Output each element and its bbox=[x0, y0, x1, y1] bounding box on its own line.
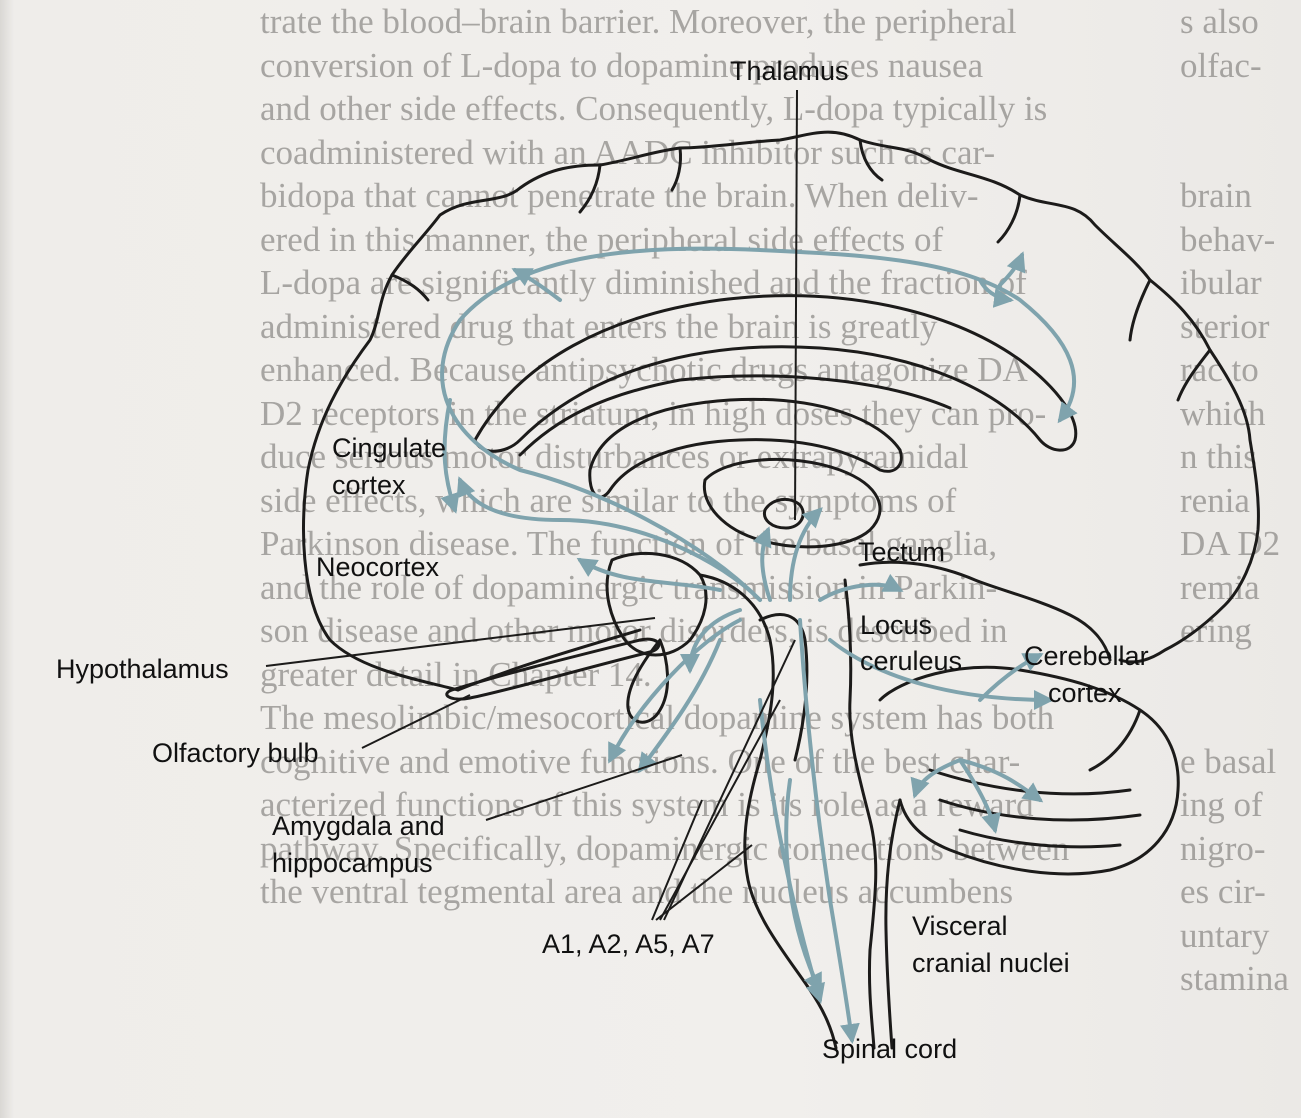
pathway-hypothalamic bbox=[690, 610, 740, 670]
third-ventricle bbox=[764, 499, 803, 528]
label-cerebellar-line1: Cerebellar bbox=[1024, 641, 1149, 671]
pathway-tectum bbox=[820, 585, 900, 600]
leader-a-groups-3 bbox=[660, 700, 780, 920]
label-cingulate-line2: cortex bbox=[332, 470, 406, 500]
sulcus bbox=[998, 195, 1020, 242]
label-locus-line1: Locus bbox=[860, 610, 932, 640]
corpus-callosum-outer bbox=[475, 296, 1076, 452]
corpus-callosum-inner bbox=[520, 376, 950, 455]
sulcus bbox=[392, 275, 428, 300]
label-tectum: Tectum bbox=[858, 537, 945, 567]
label-olfactory-bulb: Olfactory bulb bbox=[152, 738, 319, 768]
spinal-cord-outline bbox=[886, 800, 900, 1048]
cerebellum-lamina bbox=[960, 830, 1120, 847]
thalamus-outline bbox=[704, 459, 880, 546]
pathway-branch bbox=[515, 270, 560, 300]
label-visceral-line1: Visceral bbox=[912, 911, 1008, 941]
leader-amygdala bbox=[486, 755, 682, 820]
olfactory-bulb-outline bbox=[447, 639, 659, 699]
leader-olfactory bbox=[362, 695, 470, 748]
label-amygdala-line2: hippocampus bbox=[272, 848, 433, 878]
label-amygdala-line1: Amygdala and bbox=[272, 811, 445, 841]
sulcus bbox=[1178, 350, 1210, 400]
label-neocortex: Neocortex bbox=[316, 552, 440, 582]
leader-a-groups-2 bbox=[656, 845, 752, 920]
leader-a-groups-4 bbox=[664, 640, 795, 920]
label-cingulate-line1: Cingulate bbox=[332, 433, 446, 463]
pathway-amygdala-2 bbox=[640, 640, 720, 770]
cerebellum-lamina bbox=[940, 800, 1140, 820]
label-spinal-cord: Spinal cord bbox=[822, 1034, 957, 1064]
pathway-cingulate bbox=[460, 480, 760, 600]
fornix-outline bbox=[590, 399, 902, 497]
sulcus bbox=[1130, 280, 1150, 340]
pathway-thalamic-2 bbox=[762, 530, 770, 600]
pathway-branch bbox=[1000, 255, 1022, 285]
leader-thalamus bbox=[795, 90, 797, 520]
cerebellum-lamina bbox=[1090, 710, 1140, 770]
pathway-thalamic bbox=[790, 510, 820, 600]
label-cerebellar-line2: cortex bbox=[1048, 678, 1122, 708]
label-locus-line2: ceruleus bbox=[860, 646, 962, 676]
leader-a-groups-1 bbox=[652, 800, 702, 920]
label-visceral-line2: cranial nuclei bbox=[912, 948, 1070, 978]
label-hypothalamus: Hypothalamus bbox=[56, 654, 229, 684]
label-thalamus: Thalamus bbox=[730, 56, 849, 86]
label-a-groups: A1, A2, A5, A7 bbox=[542, 929, 715, 959]
sulcus bbox=[580, 165, 600, 212]
sulcus bbox=[672, 148, 681, 190]
